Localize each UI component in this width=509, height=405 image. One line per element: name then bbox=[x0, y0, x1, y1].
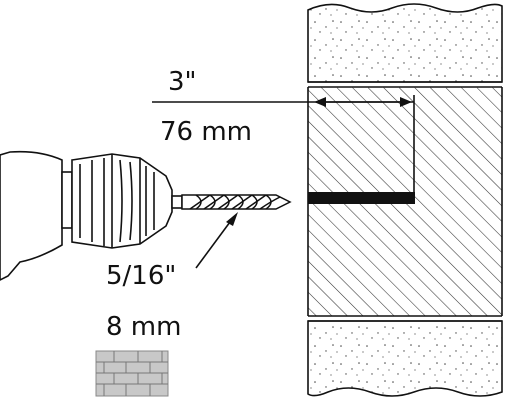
depth-imperial-label: 3" bbox=[168, 67, 197, 97]
bit-size-leader bbox=[195, 212, 238, 269]
bit-metric-label: 8 mm bbox=[106, 312, 181, 342]
drilled-hole bbox=[308, 192, 415, 204]
bit-imperial-label: 5/16" bbox=[106, 261, 176, 291]
depth-metric-label: 76 mm bbox=[160, 117, 252, 147]
depth-dimension bbox=[152, 95, 415, 193]
brick-icon bbox=[95, 350, 169, 397]
drill-icon bbox=[0, 150, 183, 281]
drill-bit-icon bbox=[181, 194, 292, 210]
